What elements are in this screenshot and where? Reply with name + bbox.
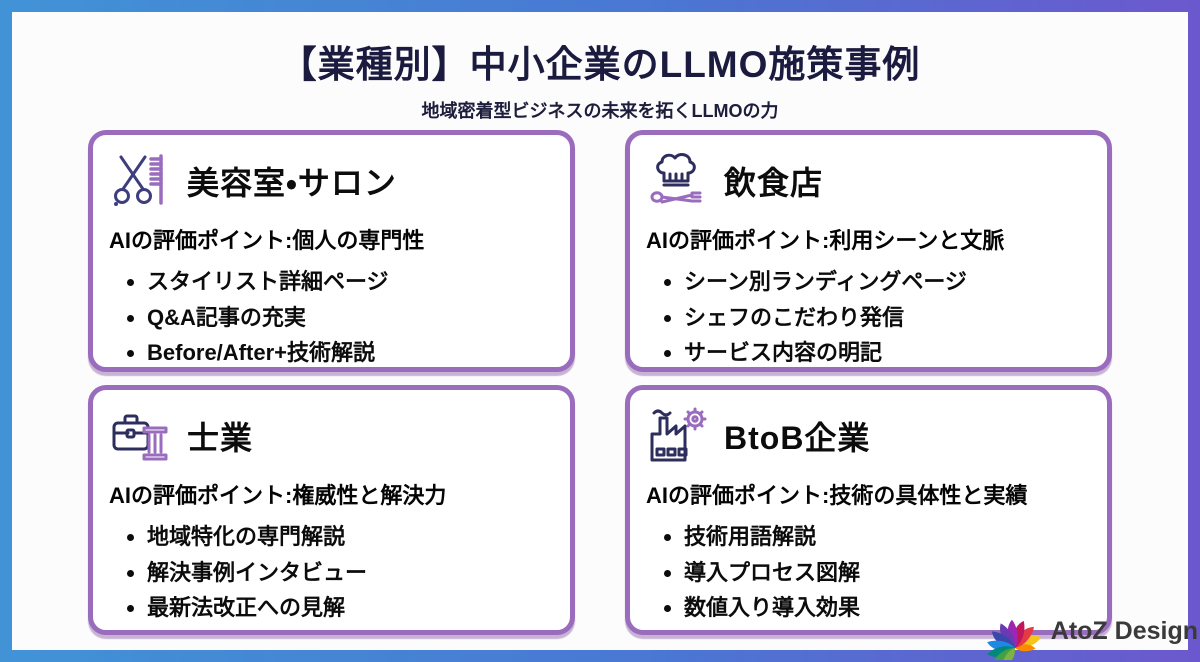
card-grid: 美容室・サロン AIの評価ポイント:個人の専門性 スタイリスト詳細ページ Q&A… (88, 130, 1112, 635)
bullet-item: スタイリスト詳細ページ (147, 264, 552, 300)
bullet-item: シェフのこだわり発信 (684, 300, 1089, 336)
card-header: 美容室・サロン (109, 151, 552, 211)
bullet-item: 導入プロセス図解 (684, 555, 1089, 591)
card-header: BtoB企業 (646, 406, 1089, 466)
card-bullet-list: シーン別ランディングページ シェフのこだわり発信 サービス内容の明記 (646, 264, 1089, 367)
card-title: 美容室・サロン (187, 165, 397, 201)
bullet-item: Q&A記事の充実 (147, 300, 552, 336)
bullet-item: Before/After+技術解説 (147, 335, 552, 367)
card-header: 士業 (109, 406, 552, 466)
card-bullet-list: 地域特化の専門解説 解決事例インタビュー 最新法改正への見解 (109, 519, 552, 626)
bullet-item: 最新法改正への見解 (147, 590, 552, 626)
bullet-item: 技術用語解説 (684, 519, 1089, 555)
footer-brand: AtoZ Design (965, 602, 1198, 660)
page-title: 【業種別】中小企業のLLMO施策事例 (279, 44, 921, 85)
card-beauty-salon: 美容室・サロン AIの評価ポイント:個人の専門性 スタイリスト詳細ページ Q&A… (88, 130, 575, 372)
ai-eval-point: AIの評価ポイント:技術の具体性と実績 (646, 483, 1028, 508)
bullet-item: 解決事例インタビュー (147, 555, 552, 591)
bullet-item: 地域特化の専門解説 (147, 519, 552, 555)
card-restaurant: 飲食店 AIの評価ポイント:利用シーンと文脈 シーン別ランディングページ シェフ… (625, 130, 1112, 372)
content-canvas: 【業種別】中小企業のLLMO施策事例 地域密着型ビジネスの未来を拓くLLMOの力 (12, 12, 1188, 650)
card-professional-services: 士業 AIの評価ポイント:権威性と解決力 地域特化の専門解説 解決事例インタビュ… (88, 385, 575, 635)
scissors-comb-icon (111, 151, 171, 211)
ai-eval-point: AIの評価ポイント:利用シーンと文脈 (646, 228, 1005, 253)
briefcase-column-icon (111, 406, 171, 466)
card-btob-company: BtoB企業 AIの評価ポイント:技術の具体性と実績 技術用語解説 導入プロセス… (625, 385, 1112, 635)
bullet-item: シーン別ランディングページ (684, 264, 1089, 300)
bullet-item: 数値入り導入効果 (684, 590, 1089, 626)
ai-eval-point: AIの評価ポイント:個人の専門性 (109, 228, 425, 253)
factory-gear-icon (648, 406, 708, 466)
page-subtitle: 地域密着型ビジネスの未来を拓くLLMOの力 (421, 101, 779, 121)
card-title: 士業 (187, 420, 254, 456)
card-bullet-list: スタイリスト詳細ページ Q&A記事の充実 Before/After+技術解説 (109, 264, 552, 367)
bullet-item: サービス内容の明記 (684, 335, 1089, 367)
card-title: BtoB企業 (724, 420, 871, 456)
card-title: 飲食店 (724, 165, 824, 201)
card-bullet-list: 技術用語解説 導入プロセス図解 数値入り導入効果 (646, 519, 1089, 626)
card-header: 飲食店 (646, 151, 1089, 211)
chef-hat-cutlery-icon (648, 151, 708, 211)
pinwheel-logo-icon (965, 602, 1047, 660)
ai-eval-point: AIの評価ポイント:権威性と解決力 (109, 483, 447, 508)
brand-name: AtoZ Design (1050, 616, 1198, 645)
